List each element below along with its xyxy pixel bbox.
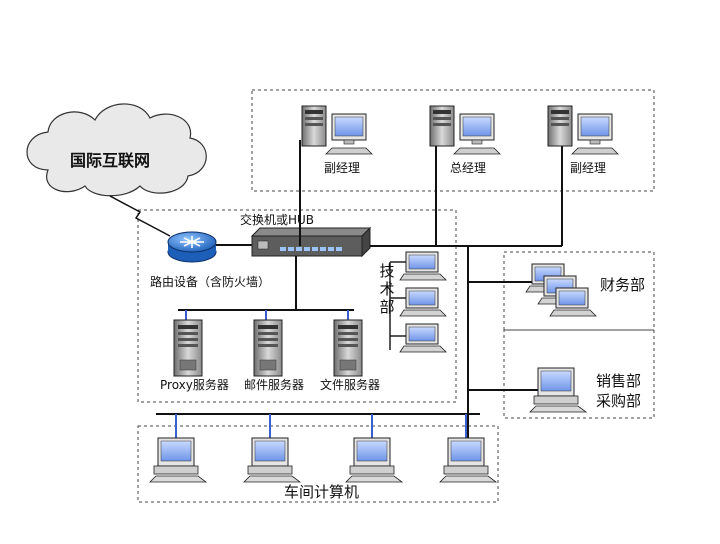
manager-right-label: 副经理: [570, 161, 607, 175]
workshop-pc-1: [149, 437, 207, 483]
core-region: [137, 209, 457, 403]
management-region: [251, 89, 655, 192]
manager-pc-left: [301, 105, 373, 155]
proxy-server-label: Proxy服务器: [160, 378, 229, 392]
manager-pc-right: [547, 105, 619, 155]
router-device: [167, 231, 217, 263]
finance-label: 财务部: [600, 276, 646, 294]
workshop-pc-4: [439, 437, 497, 483]
workshop-region: [137, 425, 499, 503]
manager-pc-center: [429, 105, 501, 155]
purchase-label: 采购部: [596, 392, 642, 410]
tech-pc-2: [399, 287, 447, 317]
workshop-pc-2: [243, 437, 301, 483]
tech-dept-label: 技术部: [379, 262, 395, 316]
wan-link: [109, 195, 171, 237]
tech-pc-3: [399, 323, 447, 353]
manager-center-label: 总经理: [450, 161, 487, 175]
sales-label: 销售部: [596, 372, 642, 390]
switch-label: 交换机或HUB: [240, 213, 315, 227]
finance-pc-3: [549, 287, 597, 317]
mail-server-label: 邮件服务器: [244, 378, 305, 392]
sales-region: [503, 329, 655, 419]
manager-left-label: 副经理: [324, 161, 361, 175]
router-label: 路由设备（含防火墙）: [150, 275, 271, 289]
sales-pc: [529, 367, 587, 413]
file-server-label: 文件服务器: [320, 378, 381, 392]
internet-cloud: [26, 103, 207, 197]
workshop-label: 车间计算机: [284, 483, 360, 501]
switch-device: [250, 226, 372, 258]
file-server: [333, 319, 363, 377]
tech-pc-1: [399, 251, 447, 281]
proxy-server: [173, 319, 203, 377]
mail-server: [253, 319, 283, 377]
workshop-pc-3: [345, 437, 403, 483]
internet-label: 国际互联网: [70, 151, 151, 170]
